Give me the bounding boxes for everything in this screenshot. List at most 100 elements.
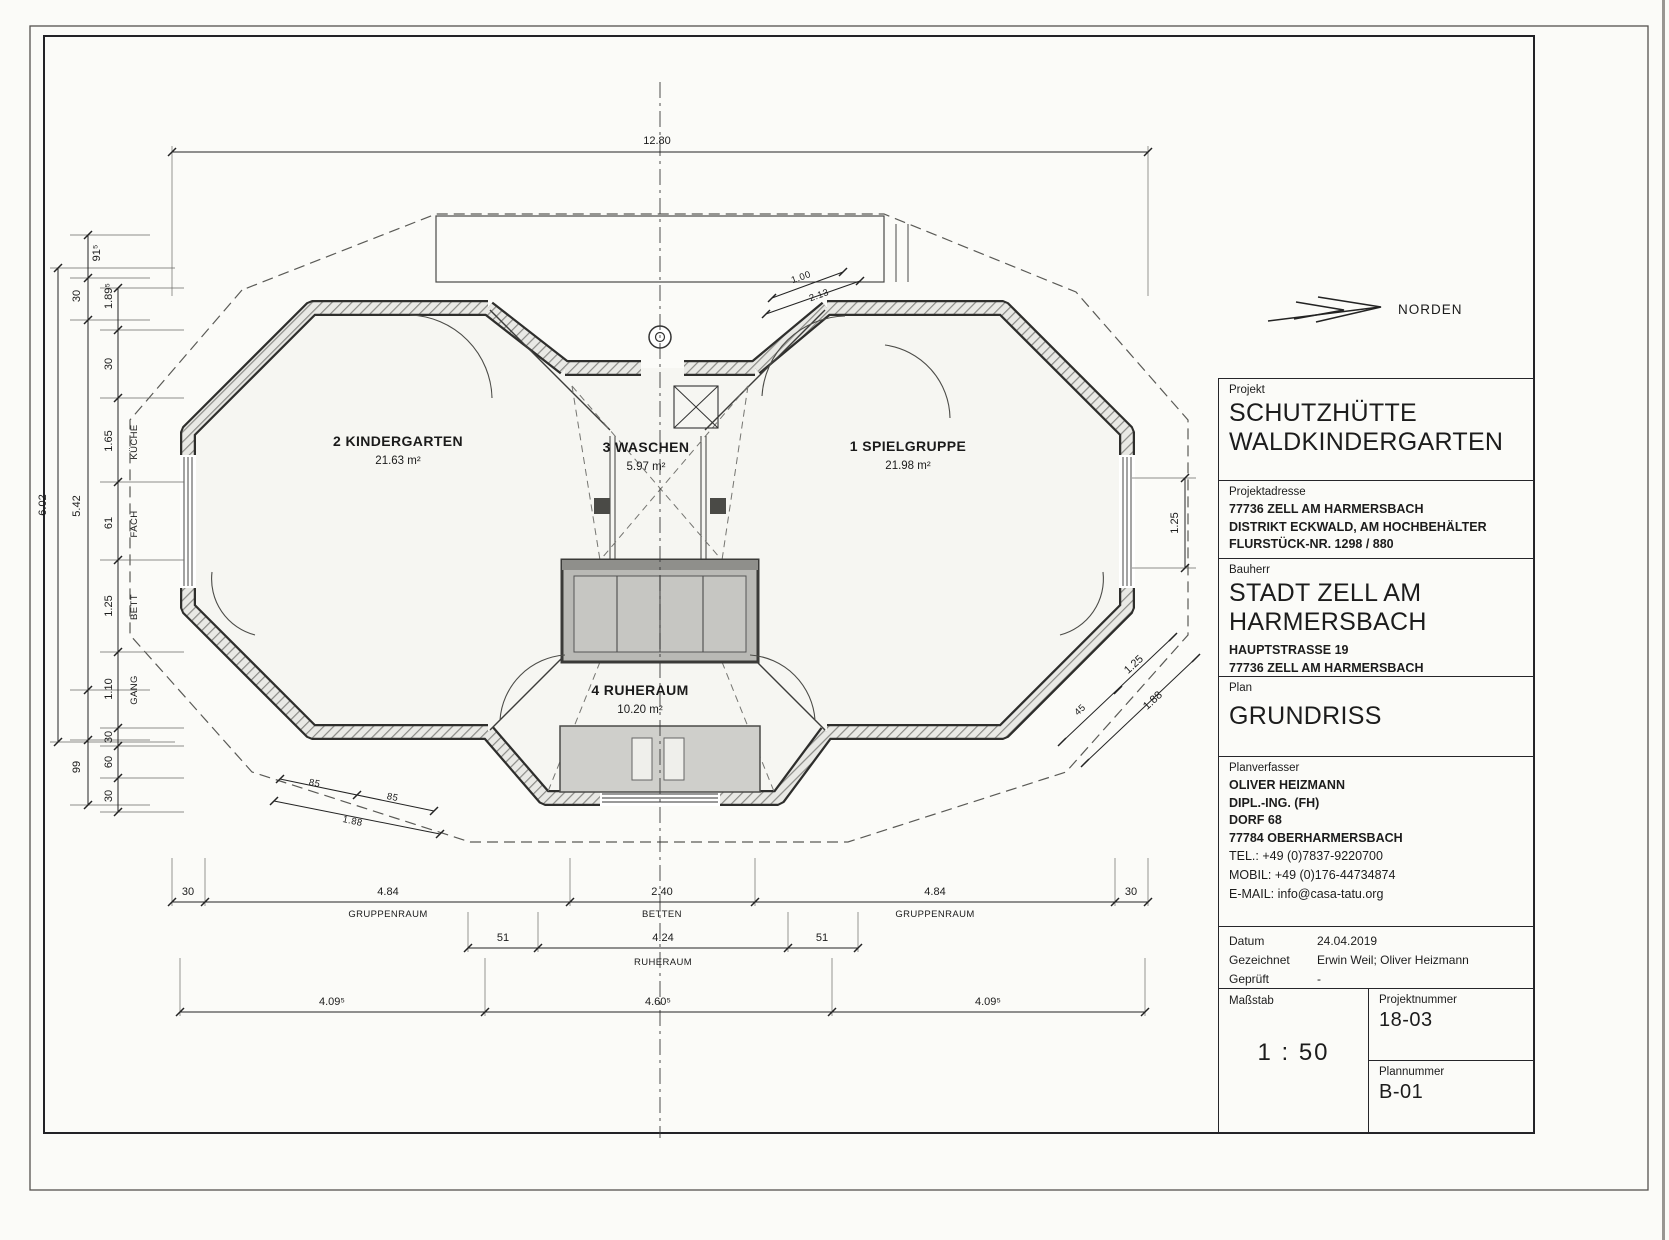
massstab-cell: Maßstab 1 : 50 — [1219, 989, 1369, 1132]
massstab-value: 1 : 50 — [1257, 1039, 1330, 1066]
room-label-kindergarten: 2 KINDERGARTEN — [333, 433, 463, 449]
dim-topright: 1.00 — [790, 269, 813, 286]
meta-row-gezeichnet: Gezeichnet Erwin Weil; Oliver Heizmann — [1229, 951, 1523, 970]
dim-left: 1.89⁵ — [103, 283, 115, 309]
bauherr-line1: STADT ZELL AM — [1229, 579, 1422, 607]
shaft-box — [673, 385, 719, 429]
dim-bottom-name: RUHERAUM — [634, 957, 692, 968]
room-area-ruheraum: 10.20 m² — [617, 704, 663, 716]
titleblock-bauherr: Bauherr STADT ZELL AM HARMERSBACH HAUPTS… — [1219, 559, 1533, 677]
verfasser-line: DIPL.-ING. (FH) — [1229, 795, 1320, 810]
dim-bottom: 4.84 — [377, 886, 398, 898]
dim-bottomleft: 85 — [386, 791, 399, 804]
building-footprint — [188, 308, 1127, 798]
room-area-kindergarten: 21.63 m² — [375, 455, 421, 467]
dim-left: 30 — [103, 358, 115, 370]
dim-bottom: 4.24 — [652, 932, 673, 944]
room-label-spielgruppe: 1 SPIELGRUPPE — [850, 438, 966, 454]
dim-left: 30 — [103, 790, 115, 802]
dim-bottom: 51 — [816, 932, 828, 944]
titleblock-plan: Plan GRUNDRISS — [1219, 677, 1533, 757]
adresse-line: FLURSTÜCK-NR. 1298 / 880 — [1229, 537, 1394, 551]
dim-left: 91⁵ — [91, 245, 103, 262]
bed-pillow — [663, 737, 685, 781]
verfasser-line: DORF 68 — [1229, 813, 1282, 827]
dim-bottom: 4.09⁵ — [319, 996, 345, 1008]
adresse-line: DISTRIKT ECKWALD, AM HOCHBEHÄLTER — [1229, 519, 1487, 534]
titleblock-bottom: Maßstab 1 : 50 Projektnummer 18-03 Plann… — [1219, 989, 1533, 1132]
dimension-texts: 12.80 6.02 91⁵ 30 1.89⁵ 30 1.65 KÜCHE 5.… — [37, 135, 1181, 1008]
post — [594, 498, 610, 514]
plannummer-label: Plannummer — [1379, 1066, 1445, 1078]
geprueft-label: Geprüft — [1229, 972, 1270, 987]
adresse-line: 77736 ZELL AM HARMERSBACH — [1229, 502, 1424, 516]
door-swings — [211, 314, 1104, 721]
dim-bottom: 30 — [1125, 886, 1137, 898]
verfasser-line: 77784 OBERHARMERSBACH — [1229, 830, 1403, 845]
dimension-ticks — [53, 147, 1201, 1017]
bauherr-label: Bauherr — [1229, 564, 1270, 576]
titleblock-projekt: Projekt SCHUTZHÜTTE WALDKINDERGARTEN — [1219, 379, 1533, 481]
bauherr-line2: HARMERSBACH — [1229, 608, 1427, 636]
dim-bottomleft: 85 — [308, 777, 321, 790]
dim-left: 1.25 — [103, 595, 115, 616]
projekt-title-line1: SCHUTZHÜTTE — [1229, 399, 1418, 427]
titleblock-projektadresse: Projektadresse 77736 ZELL AM HARMERSBACH… — [1219, 481, 1533, 559]
dim-left: 60 — [103, 756, 115, 768]
bed-pillow — [631, 737, 653, 781]
titleblock-meta: Datum 24.04.2019 Gezeichnet Erwin Weil; … — [1219, 927, 1533, 989]
projekt-title-line2: WALDKINDERGARTEN — [1229, 428, 1504, 456]
dim-bottom-name: GRUPPENRAUM — [348, 909, 427, 920]
projekt-label: Projekt — [1229, 384, 1265, 396]
dim-left-name: GANG — [129, 675, 140, 705]
gezeichnet-value: Erwin Weil; Oliver Heizmann — [1317, 953, 1469, 968]
room-label-ruheraum: 4 RUHERAUM — [591, 682, 688, 698]
projektnummer-value: 18-03 — [1379, 1009, 1433, 1031]
dim-right: 1.88 — [1141, 689, 1165, 712]
dim-left: 1.10 — [103, 678, 115, 699]
datum-label: Datum — [1229, 934, 1265, 948]
dim-left: 61 — [103, 517, 115, 529]
dim-right: 1.25 — [1169, 512, 1181, 533]
dim-right: 45 — [1072, 702, 1088, 718]
dim-left: 1.65 — [103, 430, 115, 451]
verfasser-label: Planverfasser — [1229, 762, 1300, 774]
room-area-spielgruppe: 21.98 m² — [885, 460, 931, 472]
projection-lines — [546, 385, 776, 795]
north-arrow — [1267, 296, 1382, 323]
meta-row-datum: Datum 24.04.2019 — [1229, 932, 1523, 951]
plan-value: GRUNDRISS — [1229, 702, 1382, 730]
plan-label: Plan — [1229, 682, 1253, 694]
north-label: NORDEN — [1398, 302, 1463, 317]
nummern-cell: Projektnummer 18-03 Plannummer B-01 — [1369, 989, 1533, 1132]
gezeichnet-label: Gezeichnet — [1229, 953, 1290, 968]
plannummer-cell: Plannummer B-01 — [1369, 1060, 1533, 1132]
dim-bottom: 51 — [497, 932, 509, 944]
dim-bottom: 2.40 — [651, 886, 672, 898]
dim-bottomleft: 1.88 — [342, 814, 364, 829]
plannummer-value: B-01 — [1379, 1081, 1424, 1103]
dim-top-width: 12.80 — [643, 135, 671, 147]
roof-outline — [129, 213, 1189, 843]
dim-bottom: 30 — [182, 886, 194, 898]
dim-bottom: 4.60⁵ — [645, 996, 671, 1008]
dim-left-total: 6.02 — [37, 494, 49, 515]
projektnummer-label: Projektnummer — [1379, 994, 1457, 1006]
sheet-frame — [29, 25, 1649, 1191]
dim-left: 99 — [71, 761, 83, 773]
room-labels: 2 KINDERGARTEN 21.63 m² 3 WASCHEN 5.97 m… — [333, 433, 966, 716]
verfasser-email: E-MAIL: info@casa-tatu.org — [1229, 886, 1384, 901]
bauherr-addr1: HAUPTSTRASSE 19 — [1229, 643, 1349, 657]
verfasser-mobil: MOBIL: +49 (0)176-44734874 — [1229, 867, 1396, 882]
dim-left: 30 — [71, 290, 83, 302]
window-glazing — [180, 455, 1135, 806]
room-label-waschen: 3 WASCHEN — [603, 439, 690, 455]
geprueft-value: - — [1317, 972, 1321, 987]
bauherr-addr2: 77736 ZELL AM HARMERSBACH — [1229, 660, 1424, 675]
room-area-waschen: 5.97 m² — [627, 461, 666, 473]
scan-edge-shadow — [1662, 0, 1665, 1240]
projektnummer-cell: Projektnummer 18-03 — [1369, 989, 1533, 1060]
extension-lines — [50, 146, 1196, 1016]
